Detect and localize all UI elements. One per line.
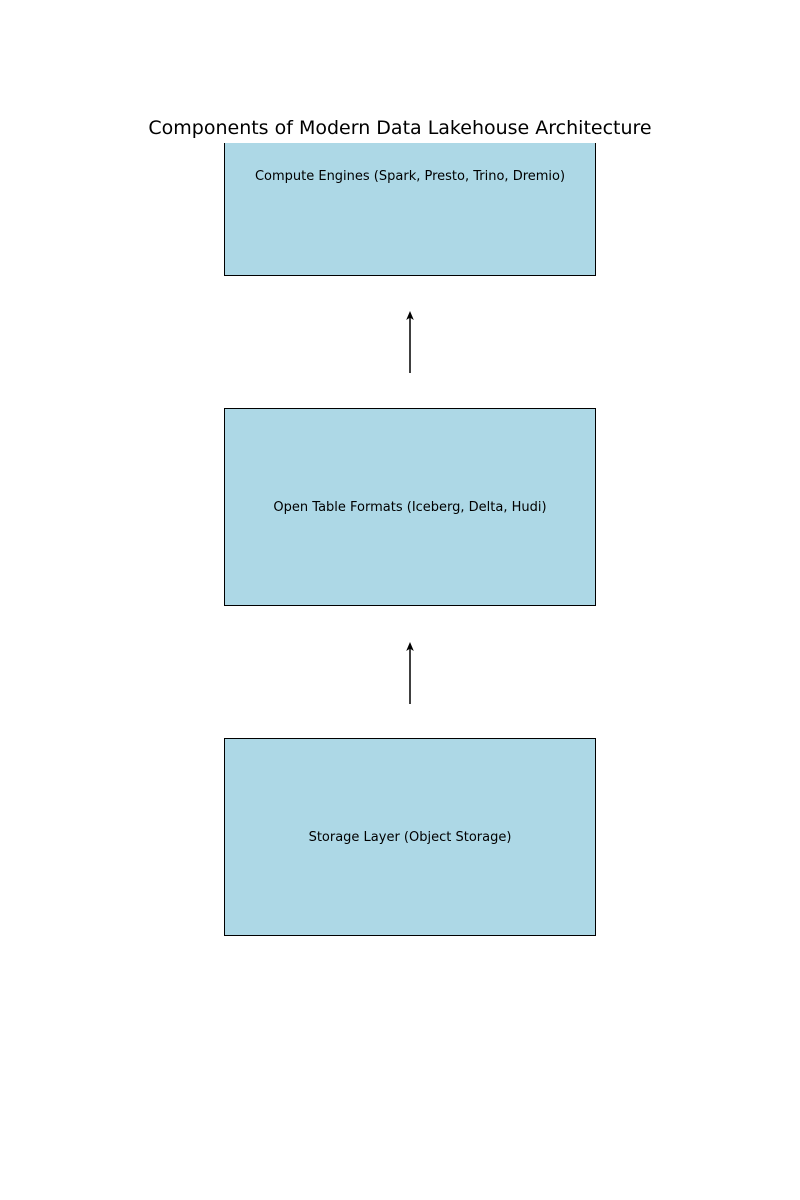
- layer-box-storage-layer: Storage Layer (Object Storage): [224, 738, 596, 936]
- arrow-up-icon: [406, 311, 414, 373]
- layer-box-compute-engines: Compute Engines (Spark, Presto, Trino, D…: [224, 143, 596, 276]
- layer-box-open-table-formats: Open Table Formats (Iceberg, Delta, Hudi…: [224, 408, 596, 606]
- layer-label-storage-layer: Storage Layer (Object Storage): [308, 829, 512, 845]
- layer-label-compute-engines: Compute Engines (Spark, Presto, Trino, D…: [254, 169, 566, 184]
- arrow-up-icon: [406, 642, 414, 704]
- layer-label-open-table-formats: Open Table Formats (Iceberg, Delta, Hudi…: [273, 499, 547, 515]
- diagram-title: Components of Modern Data Lakehouse Arch…: [148, 117, 652, 139]
